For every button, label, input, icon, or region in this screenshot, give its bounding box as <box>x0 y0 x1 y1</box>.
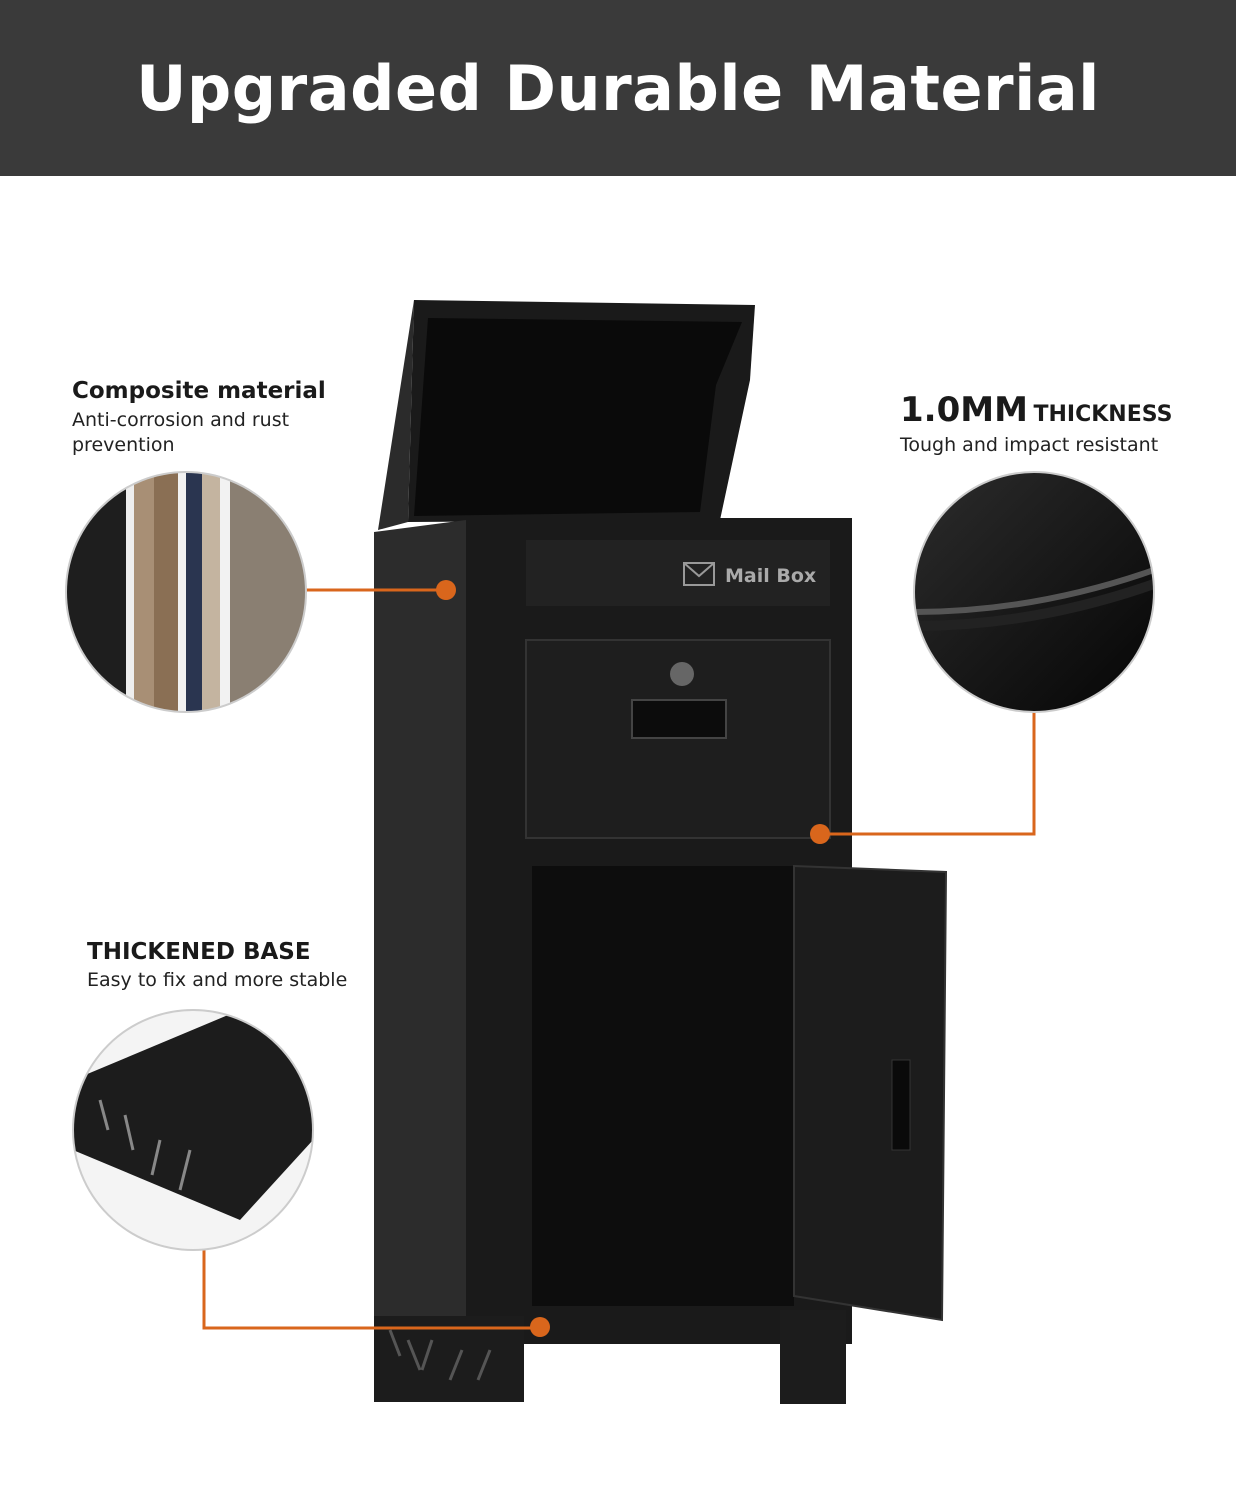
feature-thickness-title: 1.0MM THICKNESS <box>900 390 1220 430</box>
callout-dot-base <box>530 1317 550 1337</box>
feature-base: THICKENED BASE Easy to fix and more stab… <box>87 939 387 991</box>
envelope-icon <box>683 562 715 586</box>
zoom-thickness-edge <box>914 472 1154 712</box>
feature-composite: Composite material Anti-corrosion and ru… <box>72 378 362 458</box>
mailbox-lid <box>378 300 755 530</box>
cabinet-door <box>793 864 948 1322</box>
feature-base-subtitle: Easy to fix and more stable <box>87 969 348 991</box>
product-illustration: Mail Box <box>65 300 1155 1404</box>
callout-dot-composite <box>436 580 456 600</box>
feature-base-title: THICKENED BASE <box>87 939 311 965</box>
callout-lines <box>202 588 1036 1330</box>
header-banner: Upgraded Durable Material <box>0 0 1236 176</box>
feature-thickness-subtitle: Tough and impact resistant <box>900 434 1159 456</box>
callout-dot-thickness <box>810 824 830 844</box>
drawer-handle <box>631 699 727 739</box>
zoom-base <box>73 1010 313 1250</box>
feature-thickness: 1.0MM THICKNESS Tough and impact resista… <box>900 390 1220 456</box>
lock-icon <box>670 662 694 686</box>
door-handle <box>891 1059 911 1151</box>
mailbox-base-right <box>780 1310 846 1404</box>
feature-composite-title: Composite material <box>72 378 326 404</box>
feature-thickness-value: 1.0MM <box>900 390 1028 430</box>
feature-thickness-unit: THICKNESS <box>1033 402 1173 427</box>
cabinet-interior <box>532 866 794 1306</box>
mail-slot-panel <box>526 540 830 606</box>
zoom-composite-layers <box>66 472 306 712</box>
mailbox-label: Mail Box <box>725 565 816 587</box>
feature-composite-subtitle: Anti-corrosion and rust prevention <box>72 409 290 456</box>
mailbox-base-left <box>374 1316 524 1402</box>
page-title: Upgraded Durable Material <box>136 51 1100 125</box>
